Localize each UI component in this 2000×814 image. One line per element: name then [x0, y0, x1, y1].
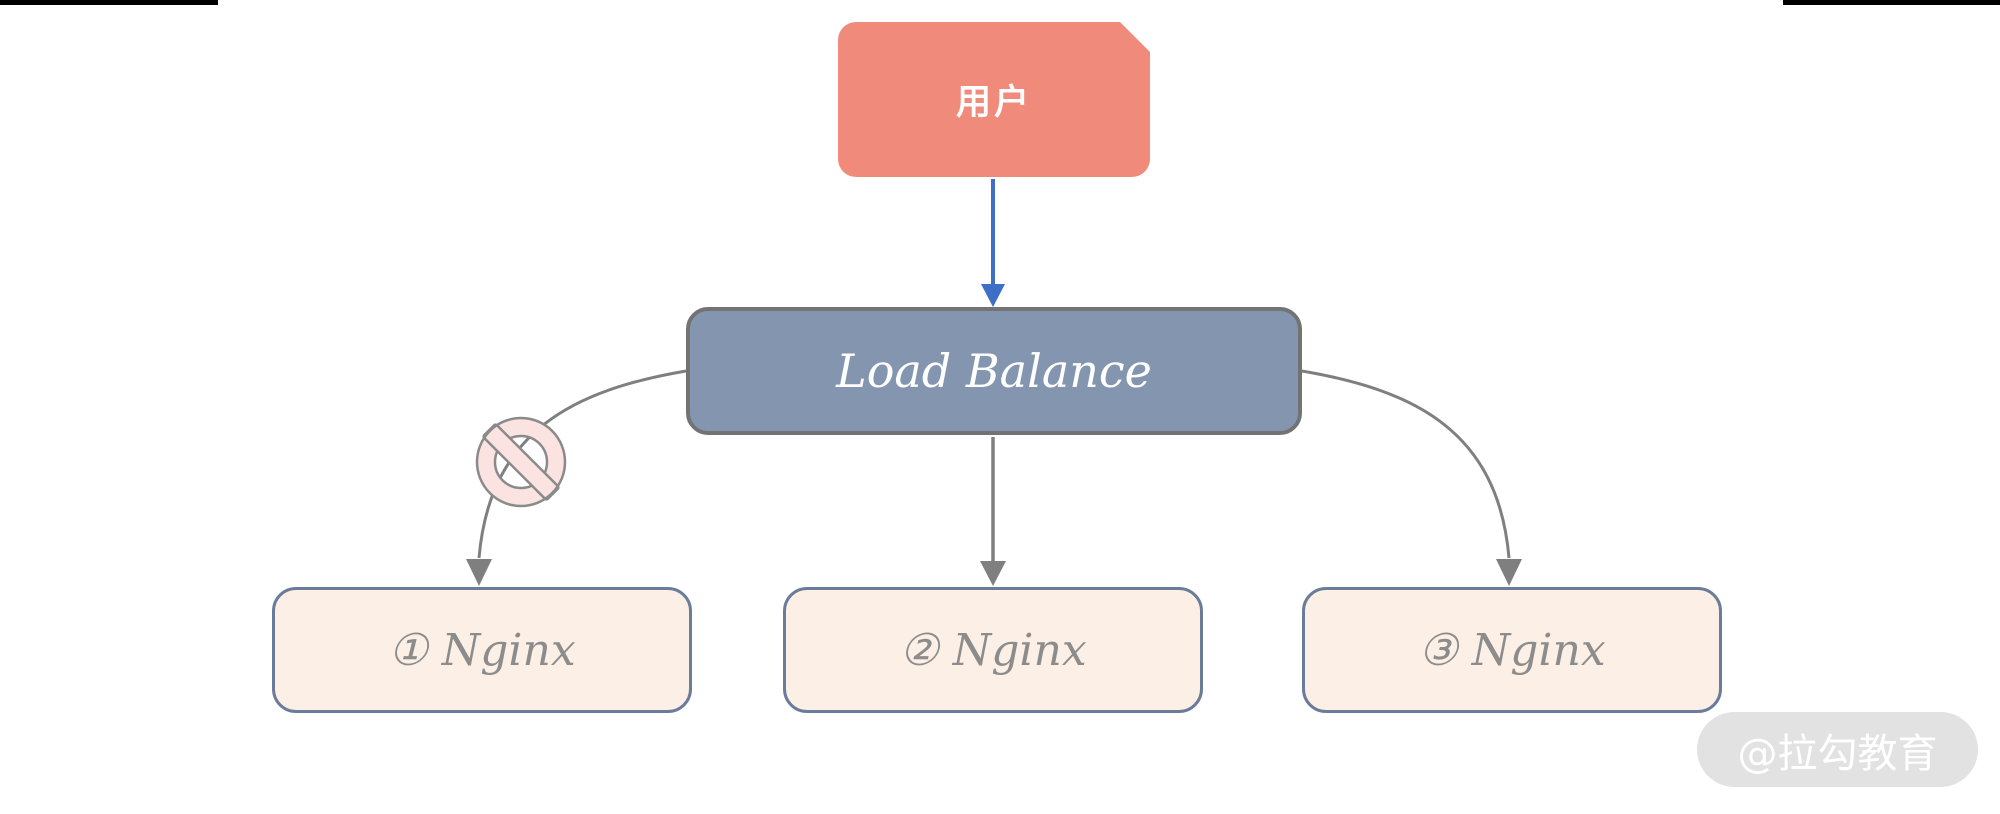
node-nginx-3-label: ③ Nginx [1418, 624, 1606, 676]
arrow-user-to-loadbalance [981, 179, 1005, 307]
node-nginx-2-label: ② Nginx [899, 624, 1087, 676]
arrow-loadbalance-to-nginx2 [980, 437, 1006, 586]
top-right-bar [1783, 0, 2000, 5]
node-load-balance-label: Load Balance [836, 344, 1152, 398]
watermark-badge: @拉勾教育 [1697, 712, 1978, 787]
node-nginx-3: ③ Nginx [1302, 587, 1722, 713]
node-user-label: 用户 [955, 83, 1032, 123]
node-user: 用户 [838, 22, 1150, 177]
arrow-loadbalance-to-nginx3 [1301, 369, 1522, 586]
node-nginx-1-label: ① Nginx [388, 624, 576, 676]
watermark-label: @拉勾教育 [1737, 730, 1938, 777]
node-nginx-2: ② Nginx [783, 587, 1203, 713]
top-left-bar [0, 0, 218, 5]
no-entry-icon [475, 416, 567, 508]
node-nginx-1: ① Nginx [272, 587, 692, 713]
node-load-balance: Load Balance [686, 307, 1302, 435]
